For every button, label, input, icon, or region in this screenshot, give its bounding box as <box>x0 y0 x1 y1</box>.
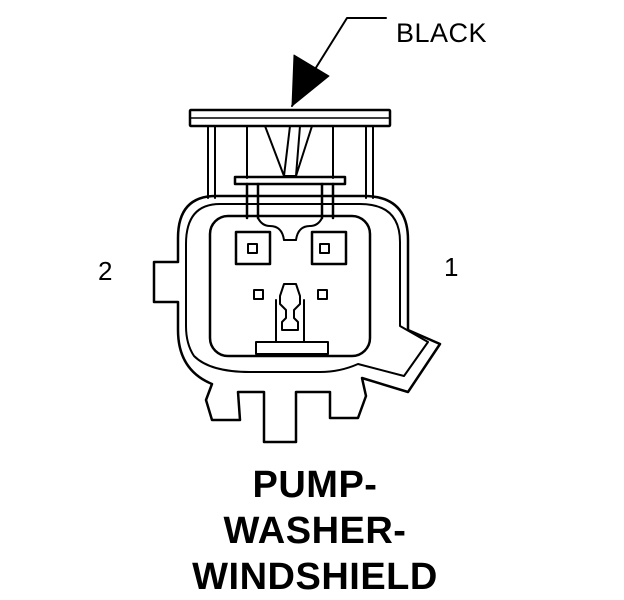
title-line-3: WINDSHIELD <box>192 556 438 598</box>
title-line-2: WASHER- <box>223 510 407 552</box>
connector-cavity <box>208 214 372 358</box>
terminal-cavity-1 <box>310 230 348 266</box>
wire-color-callout: BLACK <box>396 18 488 48</box>
terminal-bar <box>233 175 347 220</box>
pin-label-2: 2 <box>98 256 113 286</box>
title-line-1: PUMP- <box>252 464 378 506</box>
connector-title: PUMP- WASHER- WINDSHIELD <box>150 462 480 600</box>
center-latch <box>253 283 329 355</box>
terminal-wires <box>207 125 374 199</box>
terminal-cavity-2 <box>234 230 272 266</box>
pin-label-1: 1 <box>444 252 459 282</box>
top-wire-bar <box>188 108 392 128</box>
terminal-leads <box>257 217 323 241</box>
connector-housing <box>152 194 442 444</box>
callout-arrow <box>291 17 387 107</box>
connector-housing-inner <box>185 203 429 377</box>
